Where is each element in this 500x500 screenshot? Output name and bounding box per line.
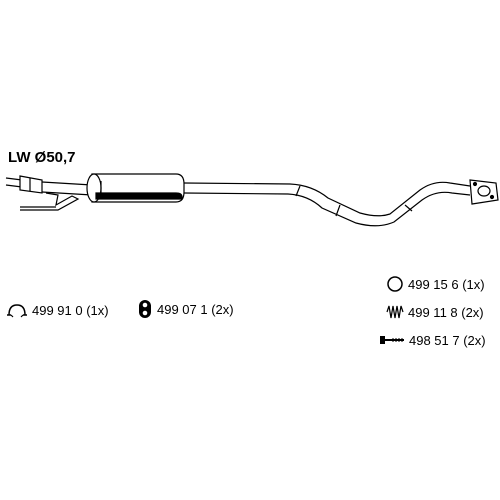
part-label-bolt: 498 51 7 (2x)	[409, 332, 486, 348]
part-label-rubber-mount: 499 07 1 (2x)	[157, 301, 234, 317]
part-gasket-ring: 499 15 6 (1x)	[386, 275, 485, 293]
part-spring: 499 11 8 (2x)	[386, 303, 484, 321]
part-label-clamp: 499 91 0 (1x)	[32, 302, 109, 318]
part-rubber-mount: 499 07 1 (2x)	[137, 300, 234, 318]
inlet-end	[5, 175, 93, 211]
part-label-gasket-ring: 499 15 6 (1x)	[408, 276, 485, 292]
middle-silencer	[86, 173, 185, 203]
part-bolt: 498 51 7 (2x)	[379, 331, 486, 349]
gasket-ring-icon	[387, 276, 403, 292]
clamp-icon	[7, 304, 27, 318]
outlet-flange	[469, 179, 499, 205]
diameter-title: LW Ø50,7	[8, 149, 76, 166]
part-label-spring: 499 11 8 (2x)	[408, 304, 484, 320]
spring-icon	[386, 305, 404, 319]
bolt-icon	[380, 336, 404, 344]
part-clamp: 499 91 0 (1x)	[6, 301, 109, 319]
rubber-mount-icon	[139, 300, 151, 318]
main-pipe	[183, 181, 471, 227]
